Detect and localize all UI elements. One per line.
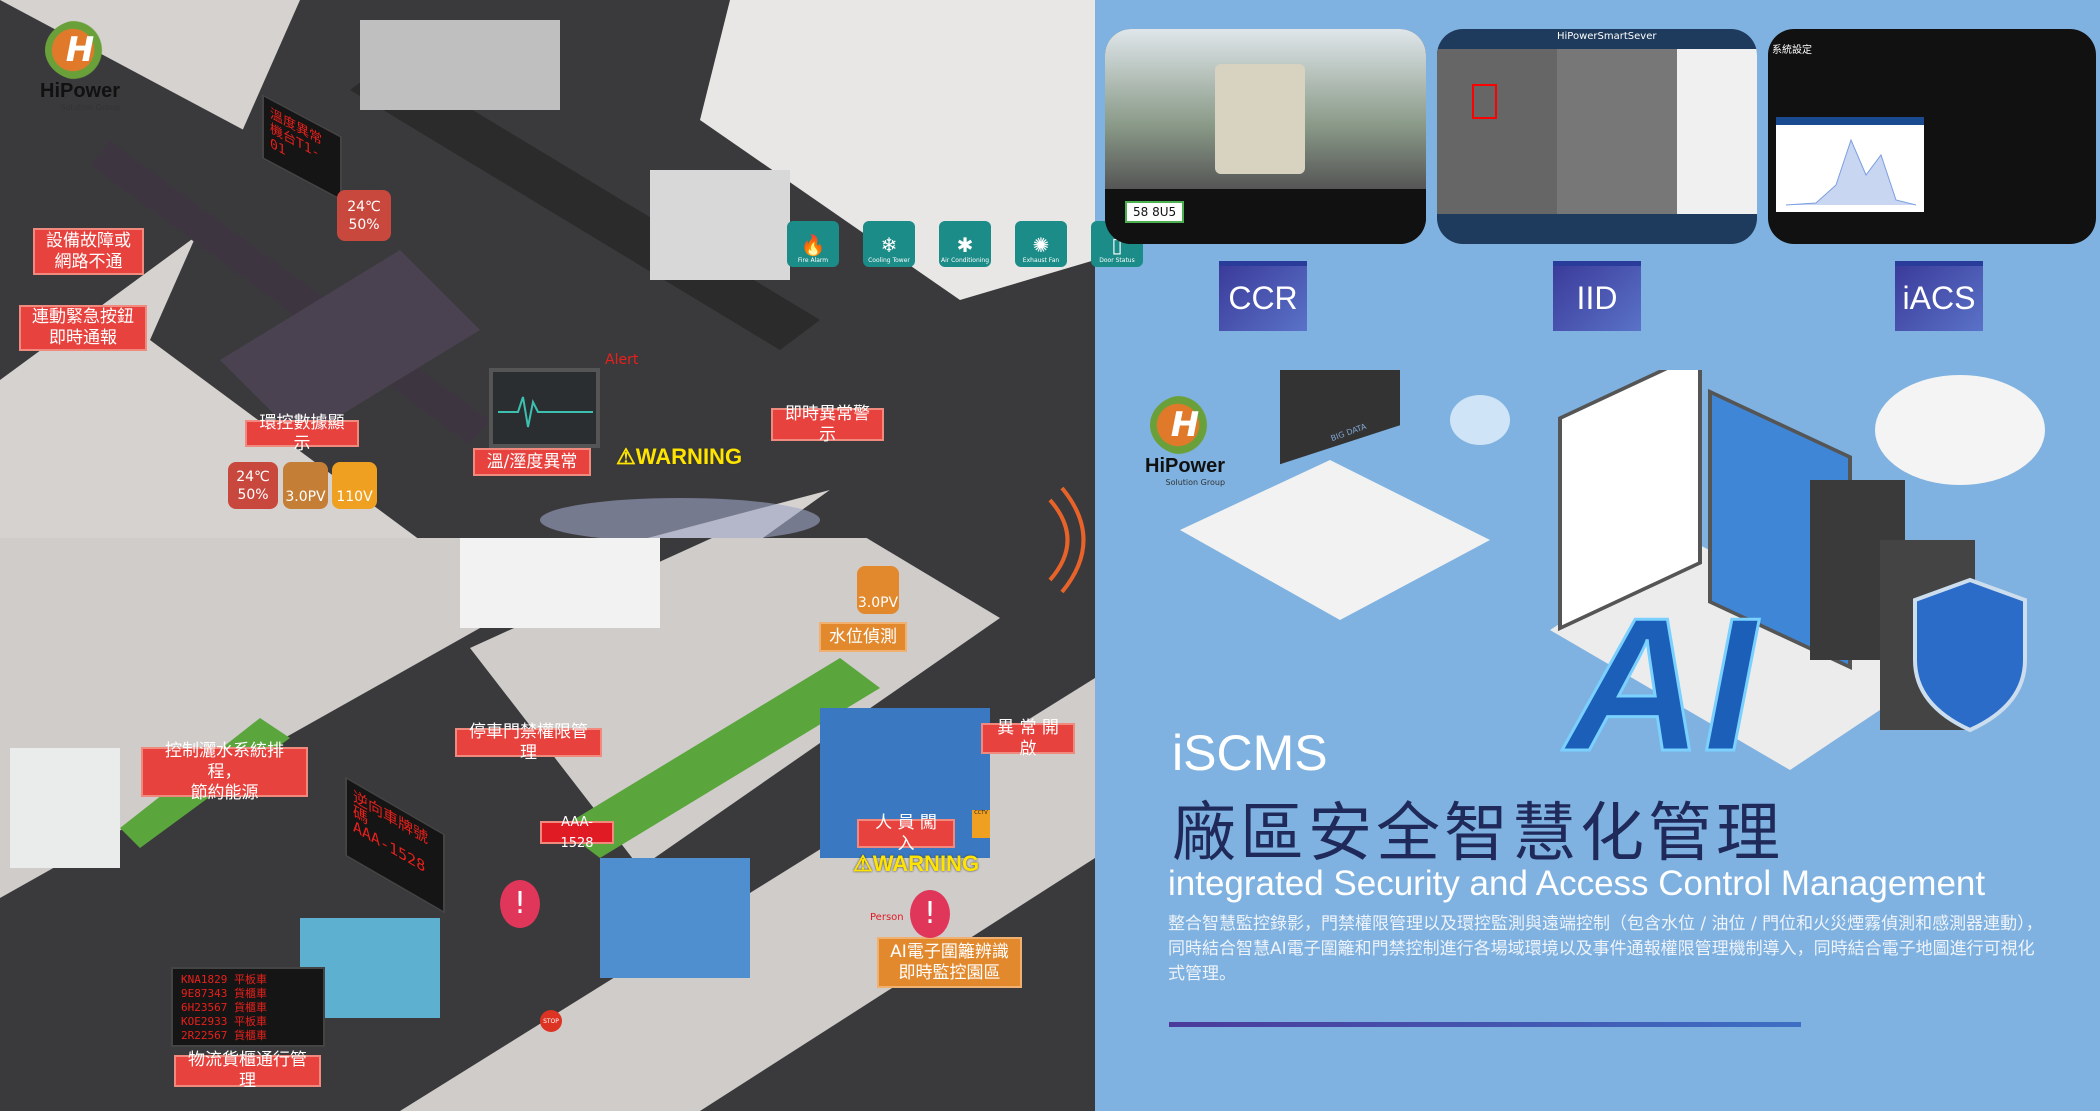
- description: 整合智慧監控錄影，門禁權限管理以及環控監測與遠端控制（包含水位 / 油位 / 門…: [1168, 914, 2043, 984]
- temp-humidity-label: 溫/溼度異常: [473, 448, 591, 476]
- water-sensor-value: 3.0PV: [857, 595, 899, 611]
- parking-label: 停車門禁權限管理: [455, 722, 602, 763]
- logo-mark: H: [45, 20, 116, 80]
- app-icon-fire-alarm: 🔥Fire Alarm: [787, 221, 839, 267]
- illustration-panel: H HiPower Solution Group 溫度異常 機台T1-01 設備…: [0, 0, 1143, 1111]
- app-label: Fire Alarm: [797, 257, 829, 264]
- control-room-illustration: [1180, 370, 2045, 770]
- hipower-logo: H HiPower Solution Group: [40, 20, 120, 112]
- iid-screenshot: HiPowerSmartSever: [1437, 29, 1757, 244]
- iacs-title: 系統設定: [1772, 45, 1812, 56]
- heartbeat-wave-icon: [498, 396, 593, 428]
- temp-value: 24℃: [347, 198, 381, 215]
- plate-list-item: 6H23567 貨櫃車: [181, 1001, 267, 1014]
- app-icon-exhaust-fan: ✺Exhaust Fan: [1015, 221, 1067, 267]
- sprinkler-label: 控制灑水系統排程， 節約能源: [141, 741, 308, 803]
- alert-exclamation-icon: !: [910, 890, 950, 938]
- warning-text: WARNING: [635, 444, 743, 469]
- line-graph-icon: [1785, 138, 1917, 206]
- title-en: integrated Security and Access Control M…: [1168, 864, 1986, 903]
- factory-warning: ⚠WARNING: [616, 444, 743, 469]
- app-label: Cooling Tower: [868, 257, 910, 264]
- cctv-sign: CCTV: [972, 810, 990, 838]
- pressure-value: 3.0PV: [285, 489, 326, 505]
- emergency-button-label: 連動緊急按鈕 即時通報: [19, 305, 147, 351]
- hipower-logo-right: H HiPower Solution Group: [1145, 395, 1225, 487]
- alert-exclamation-icon: !: [500, 880, 540, 928]
- iacs-screenshot: 系統設定: [1768, 29, 2096, 244]
- product-name: iSCMS: [1172, 725, 1328, 781]
- water-sensor: 3.0PV: [857, 566, 899, 614]
- humidity-value: 50%: [348, 216, 380, 233]
- iid-title: HiPowerSmartSever: [1557, 31, 1657, 42]
- app-glyph-icon: 🔥: [800, 233, 826, 257]
- ai-emblem: AI: [1565, 579, 1758, 791]
- logo-name: HiPower: [40, 80, 121, 102]
- alert-text: Alert: [605, 352, 639, 368]
- factory-scene: [0, 0, 1095, 540]
- env-data-label: 環控數據顯示: [245, 413, 359, 454]
- plate-list-item: 9E87343 貨櫃車: [181, 987, 267, 1000]
- plate-list-item: KOE2933 平板車: [181, 1015, 267, 1028]
- logo-sub: Solution Group: [60, 103, 121, 112]
- campus-warning: ⚠WARNING: [853, 851, 980, 876]
- logo-mark: H: [1150, 395, 1221, 455]
- plate-list-item: KNA1829 平板車: [181, 973, 267, 986]
- humidity-value: 50%: [237, 486, 269, 503]
- voltage-value: 110V: [336, 489, 373, 505]
- plate-tag: AAA-1528: [540, 815, 614, 851]
- app-glyph-icon: ✱: [956, 233, 974, 257]
- ccr-screenshot: 58 8U5: [1105, 29, 1426, 244]
- logistics-label: 物流貨櫃通行管理: [174, 1050, 321, 1091]
- stop-sign: STOP: [540, 1010, 562, 1032]
- logo-sub: Solution Group: [1165, 478, 1226, 487]
- plate-readout: 58 8U5: [1125, 201, 1185, 223]
- divider: [1169, 1022, 1801, 1027]
- app-label: Air Conditioning: [940, 257, 990, 264]
- app-glyph-icon: ❄: [880, 233, 898, 257]
- plate-list-item: 2R22567 貨櫃車: [181, 1029, 267, 1042]
- app-icon-door-status: ▯Door Status: [1091, 221, 1143, 267]
- pressure-sensor: 3.0PV: [283, 462, 328, 509]
- equipment-fault-label: 設備故障或 網路不通: [33, 228, 144, 275]
- instant-alert-label: 即時異常警示: [771, 404, 884, 445]
- logo-name: HiPower: [1145, 455, 1226, 477]
- intrusion-label: 人 員 闖 入: [857, 813, 955, 854]
- water-level-label: 水位偵測: [819, 622, 907, 652]
- title-zh: 廠區安全智慧化管理: [1172, 797, 1784, 871]
- iacs-badge: iACS: [1895, 261, 1983, 331]
- monitor-screen: [489, 368, 600, 448]
- app-glyph-icon: ✺: [1032, 233, 1050, 257]
- voltage-sensor: 110V: [332, 462, 377, 509]
- ai-fence-label: AI電子圍籬辨識 即時監控園區: [877, 937, 1022, 988]
- app-icon-air-conditioning: ✱Air Conditioning: [939, 221, 991, 267]
- app-label: Exhaust Fan: [1022, 257, 1060, 264]
- iid-badge: IID: [1553, 261, 1641, 331]
- abnormal-open-label: 異 常 開 啟: [981, 718, 1075, 759]
- warning-text: WARNING: [872, 851, 980, 876]
- app-icon-cooling-tower: ❄Cooling Tower: [863, 221, 915, 267]
- person-tag: Person: [870, 912, 904, 923]
- wireless-signal-icon: [1048, 486, 1086, 594]
- temp-value: 24℃: [236, 468, 270, 485]
- ccr-badge: CCR: [1219, 261, 1307, 331]
